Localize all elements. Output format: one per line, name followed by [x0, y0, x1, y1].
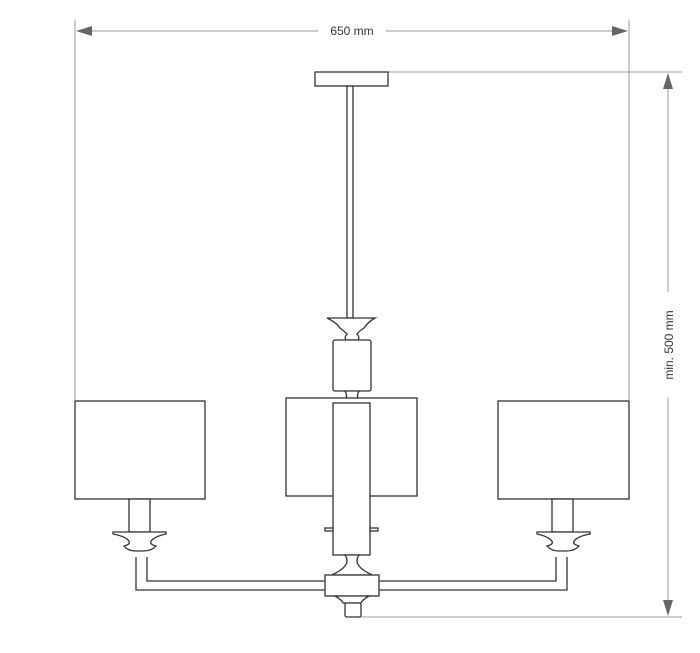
- bottom-finial: [344, 602, 362, 618]
- upper-cup: [326, 317, 378, 341]
- left-candle-cup: [112, 531, 167, 552]
- right-arm: [379, 557, 568, 591]
- center-column: [332, 402, 371, 556]
- arrow-left-icon: [76, 26, 92, 36]
- right-candle-sleeve: [551, 498, 574, 533]
- center-hub: [324, 574, 380, 597]
- center-tab-right: [369, 527, 379, 532]
- right-lamp-shade: [497, 400, 630, 500]
- width-label: 650 mm: [330, 24, 373, 38]
- hub-bottom-cup: [332, 595, 372, 604]
- ceiling-canopy: [314, 71, 389, 87]
- width-dimension: 650 mm: [74, 20, 630, 400]
- left-lamp-shade: [74, 400, 206, 500]
- upper-body: [332, 339, 372, 392]
- suspension-rod: [346, 85, 354, 319]
- lower-neck: [331, 554, 373, 576]
- arrow-up-icon: [663, 73, 673, 89]
- right-candle-cup: [536, 531, 591, 552]
- arrow-down-icon: [663, 600, 673, 616]
- arrow-right-icon: [612, 26, 628, 36]
- left-candle-sleeve: [128, 498, 151, 533]
- left-arm: [135, 557, 325, 591]
- height-label: min. 500 mm: [662, 310, 676, 379]
- center-tab-left: [324, 527, 334, 532]
- height-dimension: min. 500 mm: [360, 71, 682, 618]
